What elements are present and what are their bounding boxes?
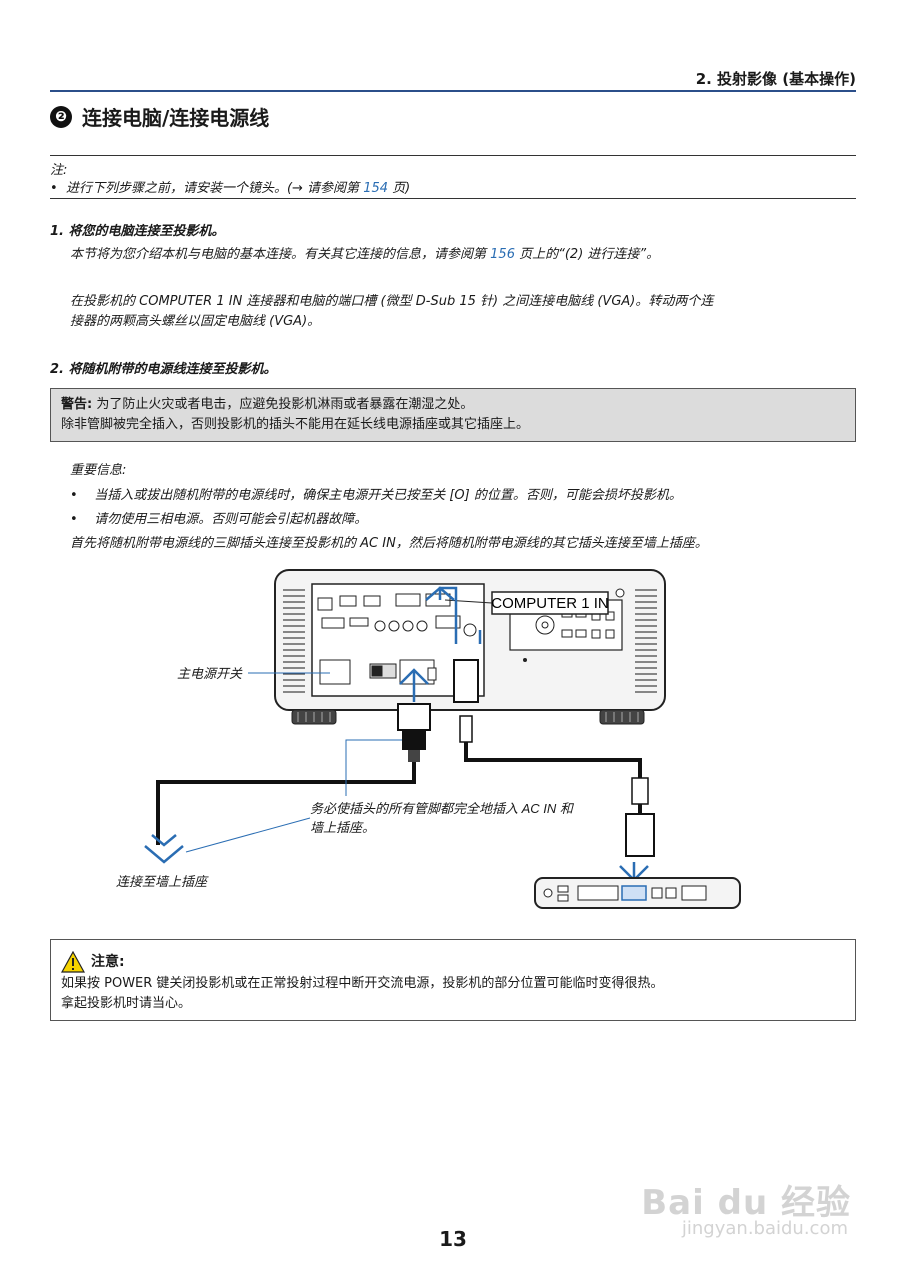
header-rule — [50, 90, 856, 92]
section-number-icon: ❷ — [50, 106, 72, 128]
caution-line2: 拿起投影机时请当心。 — [61, 996, 192, 1011]
caution-line1: 如果按 POWER 键关闭投影机或在正常投射过程中断开交流电源，投影机的部分位置… — [61, 976, 664, 991]
step1-paragraph1: 本节将为您介绍本机与电脑的基本连接。有关其它连接的信息，请参阅第 156 页上的… — [70, 247, 660, 262]
chapter-header: 2. 投射影像 (基本操作) — [695, 70, 856, 88]
bullet: • — [50, 181, 66, 196]
page-link-154[interactable]: 154 — [363, 181, 389, 196]
wall-outlet-label: 连接至墙上插座 — [116, 874, 209, 889]
wall-arrow-icon — [144, 845, 184, 864]
vga-arrowhead — [425, 586, 455, 601]
bullet: • — [70, 488, 95, 503]
warning-line1: 警告: 为了防止火灾或者电击，应避免投影机淋雨或者暴露在潮湿之处。 — [61, 397, 474, 412]
warning-box: 警告: 为了防止火灾或者电击，应避免投影机淋雨或者暴露在潮湿之处。 除非管脚被完… — [50, 388, 856, 442]
laptop-illustration — [534, 877, 741, 909]
important-bullet-1: • 当插入或拔出随机附带的电源线时，确保主电源开关已按至关 [O] 的位置。否则… — [70, 488, 682, 503]
caution-label: 注意: — [91, 954, 125, 970]
vga-arrow-up — [438, 586, 458, 644]
connection-diagram: COMPUTER 1 IN — [116, 569, 741, 909]
baidu-watermark-logo: Bai du 经验 — [641, 1183, 851, 1223]
important-bullet-2: • 请勿使用三相电源。否则可能会引起机器故障。 — [70, 512, 368, 527]
main-power-switch-label: 主电源开关 — [177, 666, 243, 681]
section-title: 连接电脑/连接电源线 — [82, 106, 270, 130]
caution-box: 注意: 如果按 POWER 键关闭投影机或在正常投射过程中断开交流电源，投影机的… — [50, 939, 856, 1021]
step1-paragraph2-line2: 接器的两颗高头螺丝以固定电脑线 (VGA)。 — [70, 314, 321, 329]
warning-label: 警告: — [61, 397, 93, 412]
page-number: 13 — [439, 1227, 467, 1251]
note-top-rule — [50, 155, 856, 156]
plug-instruction-line2: 墙上插座。 — [310, 820, 375, 835]
bullet: • — [70, 512, 95, 527]
important-label: 重要信息: — [70, 463, 127, 478]
power-cable — [156, 703, 431, 845]
computer-in-callout: COMPUTER 1 IN — [491, 595, 609, 612]
baidu-watermark-url: jingyan.baidu.com — [681, 1218, 848, 1239]
warning-line2: 除非管脚被完全插入，否则投影机的插头不能用在延长线电源插座或其它插座上。 — [61, 417, 530, 432]
step1-title: 1. 将您的电脑连接至投影机。 — [50, 224, 225, 239]
important-paragraph: 首先将随机附带电源线的三脚插头连接至投影机的 AC IN，然后将随机附带电源线的… — [70, 536, 708, 551]
plug-instruction-line1: 务必使插头的所有管脚都完全地插入 AC IN 和 — [310, 801, 575, 816]
note-item: • 进行下列步骤之前，请安装一个镜头。(→ 请参阅第 154 页) — [50, 181, 411, 196]
step2-title: 2. 将随机附带的电源线连接至投影机。 — [50, 362, 277, 377]
step1-paragraph2-line1: 在投影机的 COMPUTER 1 IN 连接器和电脑的端口槽 (微型 D-Sub… — [70, 294, 714, 309]
warning-triangle-icon — [61, 951, 85, 973]
caution-header: 注意: — [61, 950, 845, 974]
page-link-156[interactable]: 156 — [490, 247, 515, 262]
note-label: 注: — [50, 163, 68, 178]
vga-cable — [453, 659, 655, 857]
note-bottom-rule — [50, 198, 856, 199]
